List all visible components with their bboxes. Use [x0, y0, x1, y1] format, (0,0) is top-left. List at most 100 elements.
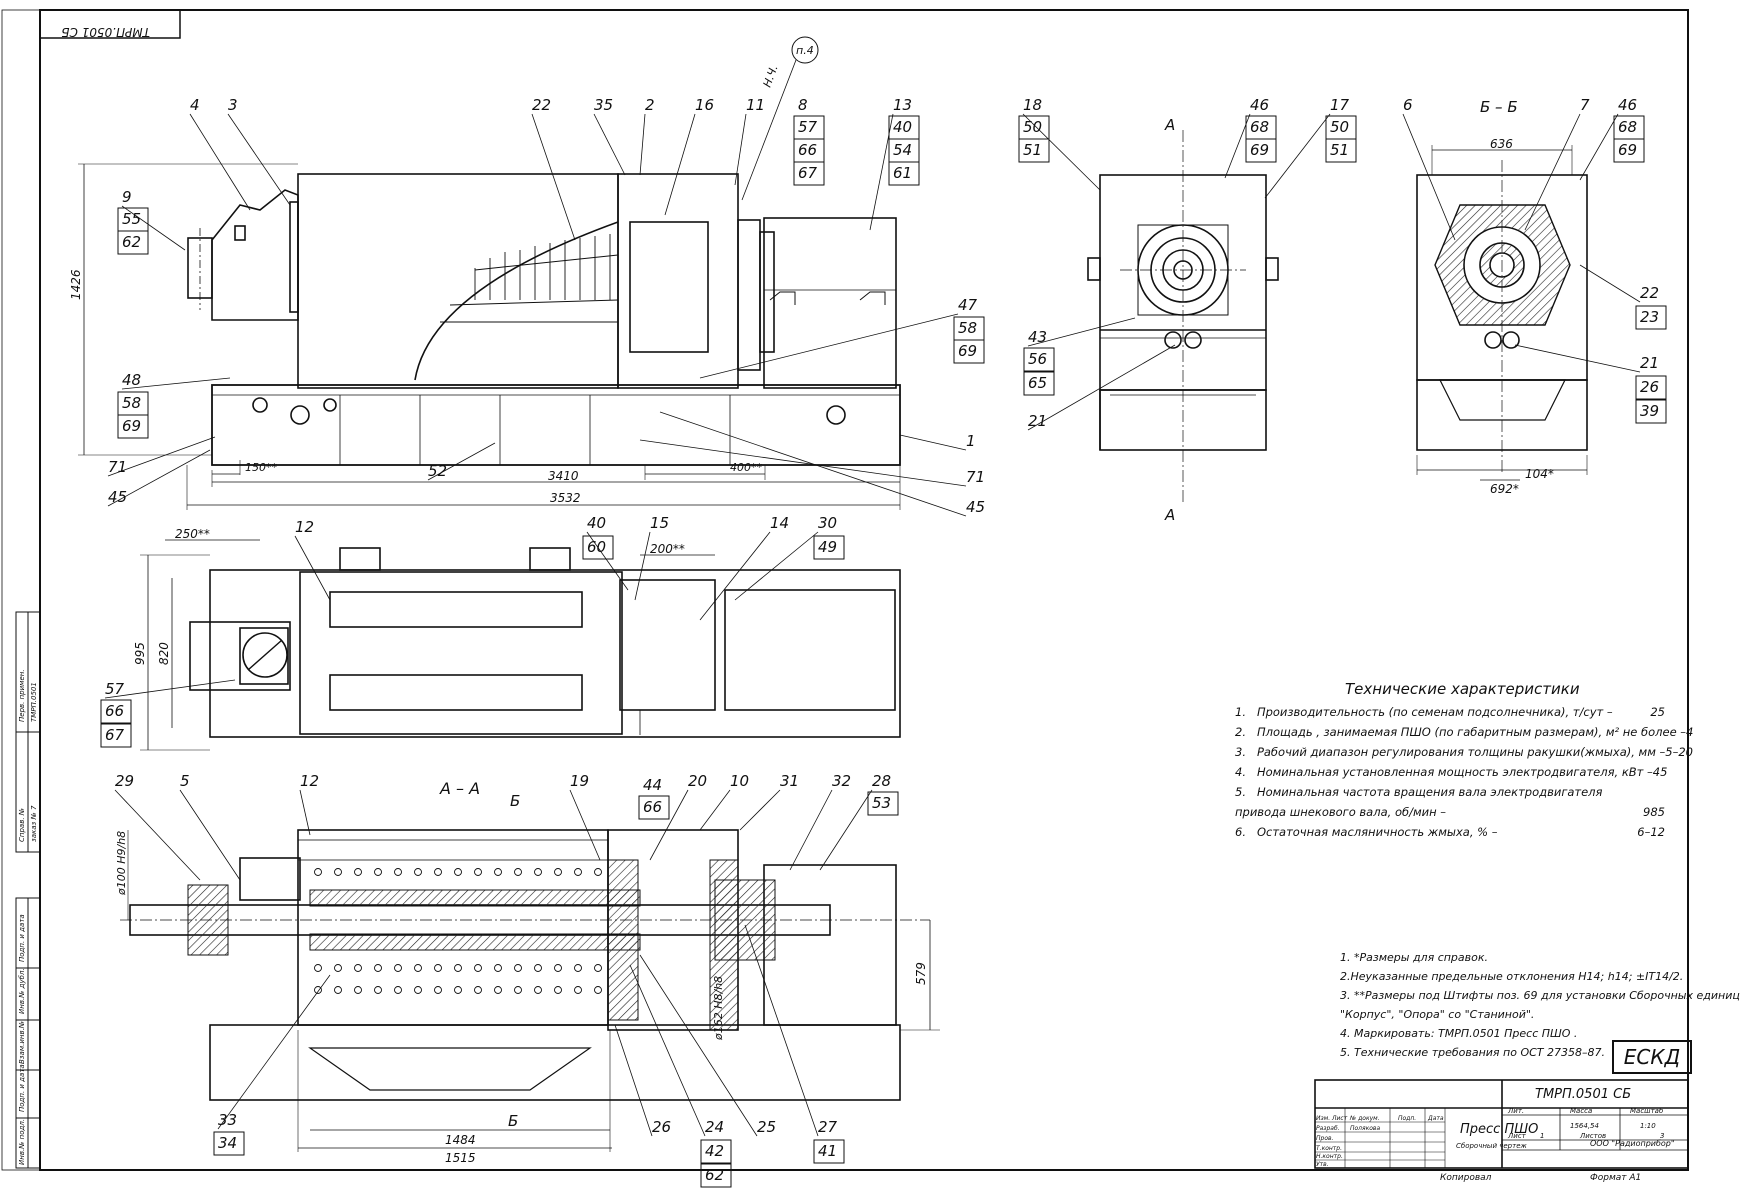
sheet-value: 1	[1540, 1132, 1544, 1140]
note-line: 4. Маркировать: ТМРП.0501 Пресс ПШО .	[1340, 1027, 1578, 1040]
part-callout: 66	[105, 702, 124, 720]
podp-label: Подп.	[1398, 1115, 1416, 1122]
spec-row: 6. Остаточная масляничность жмыха, % –6–…	[1235, 825, 1665, 839]
part-callout: 29	[115, 772, 134, 790]
dim-579: 579	[914, 962, 928, 985]
part-callout: 52	[428, 462, 447, 480]
part-callout: 71	[966, 468, 985, 486]
organization: ООО "Радиоприбор"	[1590, 1139, 1675, 1148]
mirrored-stamp-text: ТМРП.0501 СБ	[61, 25, 150, 39]
leader-line	[1027, 317, 1136, 347]
part-callout: 13	[893, 96, 912, 114]
leader-line	[294, 535, 331, 601]
leader-line	[217, 974, 331, 1130]
dim-400: 400**	[730, 461, 762, 474]
part-callout: 9	[122, 188, 132, 206]
part-callout: 48	[122, 371, 141, 389]
dim-150: 150**	[245, 461, 277, 474]
title-block	[1314, 1079, 1689, 1169]
part-callout: 51	[1330, 141, 1349, 159]
part-callout: 26	[1640, 378, 1659, 396]
leader-line	[227, 113, 291, 206]
leader-line	[586, 531, 629, 591]
dim-692: 692*	[1490, 482, 1519, 496]
dim-1426: 1426	[69, 269, 83, 300]
sheets-value: 3	[1660, 1132, 1664, 1140]
spec-row: 2. Площадь , занимаемая ПШО (по габаритн…	[1235, 725, 1694, 739]
leader-line	[734, 113, 747, 186]
part-callout: 39	[1640, 402, 1659, 420]
scale-label: Масштаб	[1630, 1107, 1664, 1115]
part-callout: 5	[180, 772, 190, 790]
side-stamp-label: Взам.инв.№	[18, 1021, 26, 1064]
part-callout: 10	[730, 772, 749, 790]
leader-line	[699, 313, 959, 379]
note-line: "Корпус", "Опора" со "Станиной".	[1340, 1008, 1535, 1021]
side-stamp	[15, 611, 41, 1169]
part-callout: 46	[1618, 96, 1637, 114]
leader-line	[531, 113, 576, 241]
note-ref-p4: п.4	[741, 36, 819, 201]
data-label: Дата	[1427, 1115, 1444, 1122]
part-callout: 12	[295, 518, 314, 536]
leader-line	[299, 789, 311, 836]
drawing-sheet: ТМРП.0501 СБ Перв. примен. ТМРП.0501 Спр…	[1, 9, 1689, 1188]
leader-line	[734, 531, 819, 601]
mass-value: 1564,54	[1570, 1122, 1599, 1130]
part-callout: 32	[832, 772, 851, 790]
spec-list: 1. Производительность (по семенам подсол…	[1235, 702, 1694, 842]
dim-995: 995	[133, 642, 147, 665]
dim-104: 104*	[1525, 467, 1554, 481]
part-callout: 50	[1023, 118, 1042, 136]
part-callout: 27	[818, 1118, 838, 1136]
side-stamp-label: Подп. и дата	[18, 1064, 26, 1112]
leader-line	[121, 205, 186, 251]
part-callout: 71	[108, 458, 127, 476]
leader-line	[1402, 113, 1456, 241]
spec-row: 5. Номинальная частота вращения вала эле…	[1235, 785, 1603, 799]
part-callout: 6	[1403, 96, 1413, 114]
leader-line	[869, 113, 894, 231]
leader-line	[1579, 264, 1641, 303]
dim-636: 636	[1490, 137, 1513, 151]
side-stamp-label: Инв.№ дубл.	[18, 968, 26, 1014]
dim-dia162: ø162 H8/h8	[712, 976, 725, 1041]
part-callout: 49	[818, 538, 837, 556]
part-callout: 43	[1028, 328, 1047, 346]
dim-dia100: ø100 H9/h8	[115, 831, 128, 896]
izm-label: Изм.	[1316, 1115, 1330, 1122]
side-stamp-label: Подп. и дата	[18, 914, 26, 962]
utv-label: Утв.	[1316, 1161, 1329, 1168]
part-callout: 31	[780, 772, 799, 790]
part-callout: 67	[798, 164, 818, 182]
part-callout: 62	[705, 1166, 724, 1184]
part-callout: 25	[757, 1118, 776, 1136]
doc-type: Сборочный чертеж	[1456, 1142, 1527, 1150]
part-callout: 45	[108, 488, 127, 506]
leader-line	[699, 789, 731, 831]
sheet-label: Лист	[1507, 1132, 1527, 1140]
part-callout: 56	[1028, 350, 1047, 368]
dim-250: 250**	[175, 527, 210, 541]
leader-line	[699, 531, 771, 621]
side-stamp-label: Инв.№ подл.	[18, 1119, 26, 1165]
part-callout: 7	[1580, 96, 1590, 114]
leader-line	[639, 113, 646, 176]
leader-line	[739, 789, 781, 831]
leader-line	[649, 789, 689, 861]
part-callout: 40	[587, 514, 606, 532]
part-callout: 34	[218, 1134, 237, 1152]
part-callout: 15	[650, 514, 669, 532]
leader-line	[629, 964, 706, 1137]
leader-line	[1027, 344, 1176, 431]
part-callout: 47	[958, 296, 978, 314]
product-name: Пресс ПШО	[1460, 1122, 1538, 1137]
part-callout: 23	[1640, 308, 1659, 326]
leader-line	[1524, 113, 1581, 231]
part-callout: 28	[872, 772, 891, 790]
part-callout: 61	[893, 164, 912, 182]
part-callout: 12	[300, 772, 319, 790]
part-callout: 66	[643, 798, 662, 816]
leader-line	[789, 789, 833, 871]
copied-label: Копировал	[1440, 1173, 1492, 1183]
